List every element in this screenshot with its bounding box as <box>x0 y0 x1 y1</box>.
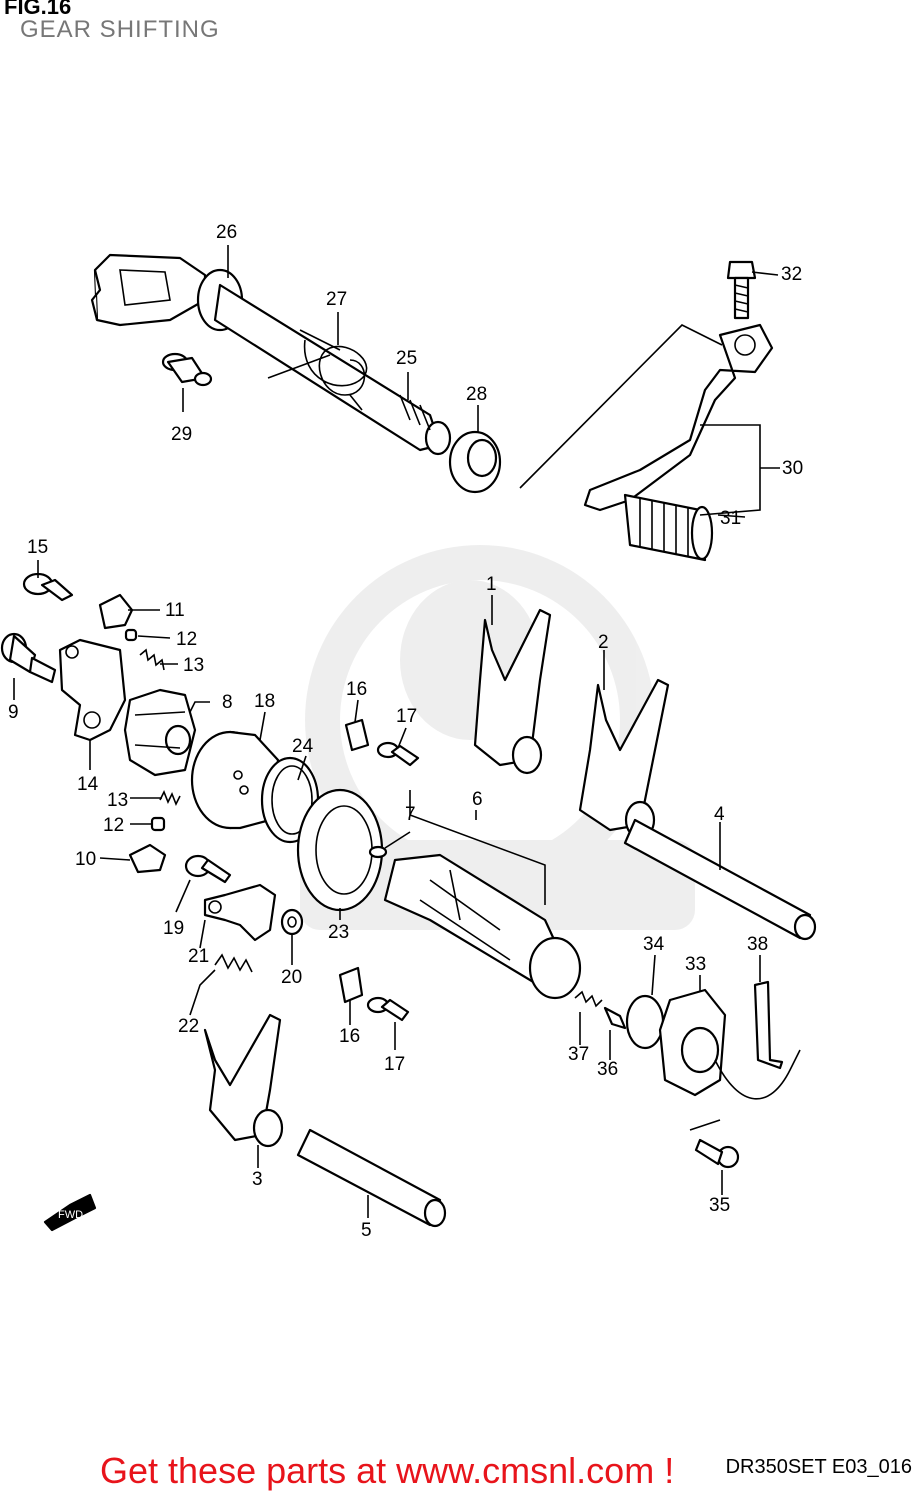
callout-2: 2 <box>598 632 609 653</box>
spring-37 <box>574 990 603 1008</box>
figure-number: FIG.16 <box>4 0 72 19</box>
leader-lines <box>13 245 780 1218</box>
oil-seal-28 <box>448 430 502 494</box>
callout-13-bottom: 13 <box>107 790 128 811</box>
shift-fork-2 <box>578 678 670 840</box>
callout-9: 9 <box>8 702 19 723</box>
callout-31: 31 <box>720 508 741 529</box>
pin-7 <box>368 845 388 859</box>
stopper-plate-14 <box>58 638 127 742</box>
callout-1: 1 <box>486 574 497 595</box>
bolt-9 <box>0 632 57 684</box>
gearshift-lever <box>583 323 774 562</box>
callout-5: 5 <box>361 1220 372 1241</box>
callout-30: 30 <box>782 458 803 479</box>
callout-36: 36 <box>597 1059 618 1080</box>
spring-22 <box>214 953 253 973</box>
o-ring-34 <box>625 994 665 1050</box>
figure-title: GEAR SHIFTING <box>20 16 220 43</box>
callout-17-bottom: 17 <box>384 1054 405 1075</box>
callout-3: 3 <box>252 1169 263 1190</box>
callout-19: 19 <box>163 918 184 939</box>
screw-35 <box>694 1138 740 1169</box>
shift-fork-1 <box>473 608 552 775</box>
shaft-spring <box>267 329 368 411</box>
pin-12-top <box>124 628 138 642</box>
callout-28: 28 <box>466 384 487 405</box>
screw-17-top <box>376 741 420 767</box>
screw-15 <box>22 572 74 602</box>
svg-text:FWD: FWD <box>58 1209 83 1221</box>
callout-4: 4 <box>714 804 725 825</box>
shift-fork-3 <box>203 1013 284 1148</box>
callout-27: 27 <box>326 289 347 310</box>
bolt-29 <box>161 352 213 387</box>
pin-36 <box>603 1006 627 1030</box>
pawl-11 <box>98 593 134 630</box>
callout-17-top: 17 <box>396 706 417 727</box>
shift-drum-6 <box>383 853 582 1000</box>
reference-code: DR350SET E03_016 <box>725 1456 912 1478</box>
callout-16-top: 16 <box>346 679 367 700</box>
bolt-32 <box>726 260 757 320</box>
spring-13-bottom <box>159 790 181 806</box>
gearshift-shaft <box>90 253 452 456</box>
forward-arrow-icon: FWD <box>43 1193 97 1232</box>
callout-numbers: 1 2 3 4 5 6 7 8 9 10 11 12 12 13 13 14 1… <box>8 222 803 1241</box>
callout-29: 29 <box>171 424 192 445</box>
callout-8: 8 <box>222 692 233 713</box>
bolt-19 <box>184 854 232 884</box>
callout-21: 21 <box>188 946 209 967</box>
fork-shaft-4 <box>623 818 817 941</box>
plate-16-top <box>344 718 370 752</box>
callout-16-bottom: 16 <box>339 1026 360 1047</box>
callout-14: 14 <box>77 774 99 795</box>
washer-20 <box>280 908 304 936</box>
callout-23: 23 <box>328 922 349 943</box>
cam-driven-gear-8 <box>123 688 197 777</box>
callout-20: 20 <box>281 967 302 988</box>
callout-25: 25 <box>396 348 417 369</box>
spring-13-top <box>139 648 165 671</box>
callout-6: 6 <box>472 789 483 810</box>
callout-37: 37 <box>568 1044 589 1065</box>
callout-15: 15 <box>27 537 48 558</box>
callout-12-top: 12 <box>176 629 197 650</box>
plate-16-bottom <box>338 966 364 1004</box>
pawl-10 <box>128 843 167 874</box>
callout-26: 26 <box>216 222 237 243</box>
callout-10: 10 <box>75 849 96 870</box>
callout-24: 24 <box>292 736 314 757</box>
callout-34: 34 <box>643 934 665 955</box>
callout-18: 18 <box>254 691 275 712</box>
clamp-38 <box>753 980 784 1070</box>
callout-35: 35 <box>709 1195 730 1216</box>
callout-11: 11 <box>165 600 185 621</box>
callout-32: 32 <box>781 264 802 285</box>
callout-38: 38 <box>747 934 768 955</box>
callout-12-bottom: 12 <box>103 815 124 836</box>
stopper-arm-21 <box>203 883 277 942</box>
pin-12-bottom <box>150 816 166 832</box>
fork-shaft-5 <box>296 1128 447 1228</box>
promo-link[interactable]: Get these parts at www.cmsnl.com ! <box>100 1450 675 1491</box>
callout-22: 22 <box>178 1016 199 1037</box>
callout-33: 33 <box>685 954 706 975</box>
callout-7: 7 <box>405 804 416 825</box>
callout-13-top: 13 <box>183 655 204 676</box>
gear-position-switch-33 <box>658 988 801 1100</box>
screw-17-bottom <box>366 996 410 1022</box>
